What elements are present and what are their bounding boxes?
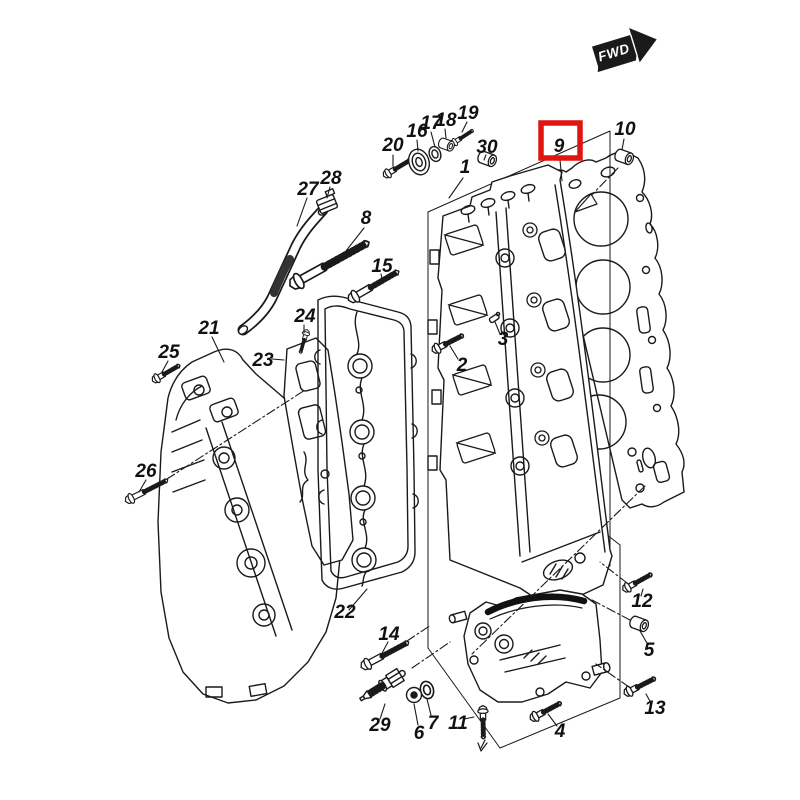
part-9-highlight-box [538, 120, 583, 161]
part-label-28: 28 [319, 168, 342, 189]
fwd-arrow: FWD [592, 27, 657, 73]
leader-lines [138, 121, 652, 727]
part-label-5: 5 [644, 640, 655, 661]
part-label-13: 13 [644, 698, 666, 719]
seal-part16 [407, 148, 431, 176]
dowel10-arrowhead [574, 193, 598, 213]
dowel-part10 [612, 147, 636, 167]
part-label-30: 30 [476, 137, 498, 158]
spark-plug-part29 [359, 667, 406, 702]
bolt11-install-arrow [477, 739, 488, 752]
part-label-25: 25 [157, 342, 180, 363]
part-label-24: 24 [293, 306, 316, 327]
part-label-20: 20 [381, 135, 404, 156]
part-label-8: 8 [361, 208, 372, 229]
part-label-29: 29 [368, 715, 391, 736]
part-label-11: 11 [448, 713, 468, 734]
fwd-arrow-shadow-edge [597, 55, 637, 73]
stud-part3 [488, 311, 501, 324]
part-label-3: 3 [498, 329, 509, 350]
part-label-9: 9 [554, 136, 565, 157]
breather-hose-part27 [237, 204, 329, 336]
small-parts [359, 136, 651, 704]
cylinder-head-part1 [428, 164, 613, 606]
part-label-2: 2 [456, 355, 468, 376]
fasteners [123, 124, 658, 752]
bolt-part11 [478, 705, 489, 738]
part-label-27: 27 [296, 179, 320, 200]
part-label-18: 18 [435, 110, 457, 131]
part-label-26: 26 [134, 461, 157, 482]
part-label-6: 6 [414, 723, 425, 744]
dowel-part5 [627, 614, 651, 634]
fwd-arrow-head [629, 27, 657, 63]
cover-gasket-part22 [314, 295, 419, 590]
fwd-arrow-banner [592, 34, 637, 68]
part-label-17: 17 [420, 113, 443, 134]
part-label-12: 12 [631, 591, 653, 612]
assembly-frame-lines [427, 130, 621, 749]
lower-housing [448, 589, 611, 703]
part-labels: 1 2 3 4 5 6 7 8 9 10 11 12 13 14 15 16 1… [134, 103, 666, 744]
part-label-10: 10 [614, 119, 636, 140]
part-label-16: 16 [406, 121, 428, 142]
part-label-21: 21 [197, 318, 219, 339]
part-label-22: 22 [333, 602, 356, 623]
part-label-19: 19 [457, 103, 479, 124]
part-label-15: 15 [371, 256, 393, 277]
part-label-1: 1 [460, 157, 471, 178]
part-label-7: 7 [428, 713, 440, 734]
washer-part6 [405, 686, 423, 704]
part-label-23: 23 [251, 350, 274, 371]
part-label-14: 14 [378, 624, 400, 645]
part-label-4: 4 [554, 721, 566, 742]
